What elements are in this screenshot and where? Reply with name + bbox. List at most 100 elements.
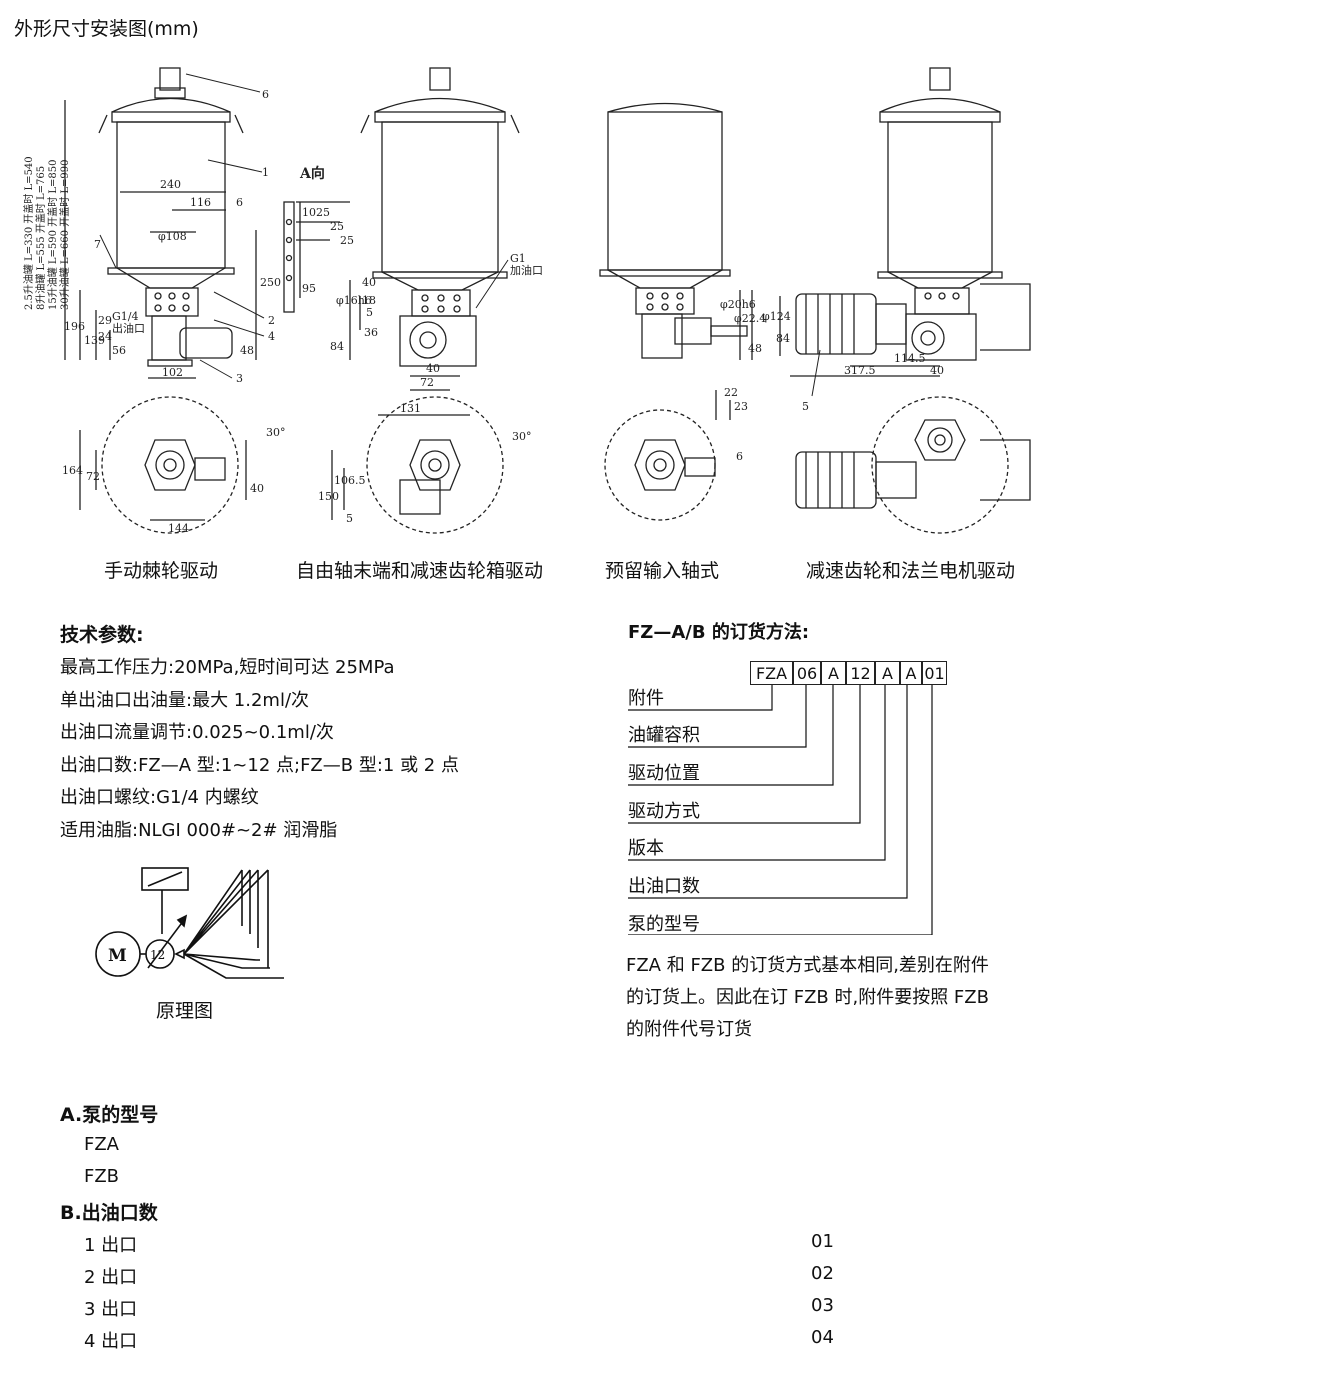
pump-symbol-label: 12 bbox=[150, 948, 165, 962]
dim-2-5: 5 bbox=[366, 306, 373, 319]
dim-56: 56 bbox=[112, 344, 126, 357]
section-b-title: B.出油口数 bbox=[60, 1202, 158, 1224]
caption-manual-ratchet: 手动棘轮驱动 bbox=[104, 560, 219, 582]
caption-reserved-shaft: 预留输入轴式 bbox=[605, 560, 720, 582]
label-5: 5 bbox=[802, 400, 809, 413]
dim-3-phi20: φ20h6 bbox=[720, 298, 756, 311]
dim-side-25c: 25 bbox=[340, 234, 354, 247]
dim-side-95: 95 bbox=[302, 282, 316, 295]
code-segment-drive-position: A bbox=[821, 661, 846, 685]
dim-2-36: 36 bbox=[364, 326, 378, 339]
pump-drawing-1 bbox=[64, 67, 257, 379]
order-label-pump-model: 泵的型号 bbox=[628, 914, 700, 935]
label-3: 3 bbox=[236, 372, 243, 385]
dim-29: 29 bbox=[98, 314, 112, 327]
dim-2-phi16: φ16h6 bbox=[336, 294, 372, 307]
order-label-drive-type: 驱动方式 bbox=[628, 801, 700, 822]
installation-drawings: 6 1 7 2 4 3 5 A向 G1 加油口 G1/4 出油口 240 116… bbox=[22, 67, 1031, 535]
dim-3-23: 23 bbox=[734, 400, 748, 413]
label-4: 4 bbox=[268, 330, 275, 343]
dim-139: 139 bbox=[84, 334, 105, 347]
order-label-tank-volume: 油罐容积 bbox=[628, 725, 700, 746]
tech-params-title: 技术参数: bbox=[60, 624, 144, 646]
plan-dim-40: 40 bbox=[250, 482, 264, 495]
plan-dim-164: 164 bbox=[62, 464, 83, 477]
schematic-label: 原理图 bbox=[156, 1000, 214, 1022]
dim-4-phi124: φ124 bbox=[762, 310, 791, 323]
tank-note-3: 15升油罐 L=590 开盖时 L=850 bbox=[46, 160, 59, 310]
tech-line: 出油口数:FZ—A 型:1~12 点;FZ—B 型:1 或 2 点 bbox=[60, 755, 459, 776]
plan-dim-144: 144 bbox=[168, 522, 189, 535]
code-segment-model: 01 bbox=[922, 661, 947, 685]
order-leader-lines bbox=[628, 685, 933, 935]
dim-6: 6 bbox=[236, 196, 243, 209]
code-segment-drive-type: 12 bbox=[846, 661, 875, 685]
dim-2-40b: 40 bbox=[426, 362, 440, 375]
code-segment-version: A bbox=[875, 661, 900, 685]
order-method-title: FZ—A/B 的订货方法: bbox=[628, 622, 810, 643]
outlet-option-code: 04 bbox=[811, 1327, 834, 1348]
caption-free-shaft: 自由轴末端和减速齿轮箱驱动 bbox=[296, 560, 544, 582]
dim-4-40: 40 bbox=[930, 364, 944, 377]
dim-3-48: 48 bbox=[748, 342, 762, 355]
dim-4-84: 84 bbox=[776, 332, 790, 345]
dim-102: 102 bbox=[162, 366, 183, 379]
caption-flange-motor: 减速齿轮和法兰电机驱动 bbox=[806, 560, 1016, 582]
plan-dim-150: 150 bbox=[318, 490, 339, 503]
tank-note-2: 8升油罐 L=555 开盖时 L=765 bbox=[34, 166, 47, 310]
plan-dim-106: 106.5 bbox=[334, 474, 366, 487]
plan-dim-30a: 30° bbox=[266, 426, 286, 439]
dim-250: 250 bbox=[260, 276, 281, 289]
dim-2-84: 84 bbox=[330, 340, 344, 353]
tank-note-1: 2.5升油罐 L=330 开盖时 L=540 bbox=[22, 156, 35, 310]
dim-side-10: 10 bbox=[302, 206, 316, 219]
outlet-option-code: 01 bbox=[811, 1231, 834, 1252]
code-segment-fza: FZA bbox=[750, 661, 793, 685]
tech-line: 出油口螺纹:G1/4 内螺纹 bbox=[60, 787, 259, 808]
plan-dim-131: 131 bbox=[400, 402, 421, 415]
code-segment-outlets: A bbox=[900, 661, 922, 685]
dim-3-22: 22 bbox=[724, 386, 738, 399]
code-segment-volume: 06 bbox=[793, 661, 821, 685]
dim-3-6: 6 bbox=[736, 450, 743, 463]
order-label-version: 版本 bbox=[628, 838, 664, 859]
dim-2-40: 40 bbox=[362, 276, 376, 289]
label-6: 6 bbox=[262, 88, 269, 101]
outlet-option-code: 03 bbox=[811, 1295, 834, 1316]
dim-196: 196 bbox=[64, 320, 85, 333]
order-label-drive-position: 驱动位置 bbox=[628, 763, 700, 784]
label-1: 1 bbox=[262, 166, 269, 179]
dim-4-114: 114.5 bbox=[894, 352, 926, 365]
inlet-text: 加油口 bbox=[510, 263, 543, 277]
outlet-option-label: 3 出口 bbox=[84, 1299, 138, 1320]
tech-line: 单出油口出油量:最大 1.2ml/次 bbox=[60, 690, 310, 711]
pump-drawing-2 bbox=[349, 67, 520, 391]
section-a-title: A.泵的型号 bbox=[60, 1104, 159, 1126]
dim-side-25a: 25 bbox=[316, 206, 330, 219]
dim-240: 240 bbox=[160, 178, 181, 191]
outlet-option-code: 02 bbox=[811, 1263, 834, 1284]
dim-116: 116 bbox=[190, 196, 211, 209]
dim-3-phi22: φ22.4 bbox=[734, 312, 766, 325]
page-title: 外形尺寸安装图(mm) bbox=[14, 18, 199, 40]
plan-views bbox=[101, 396, 1009, 534]
outlet-option-label: 1 出口 bbox=[84, 1235, 138, 1256]
plan-dim-5: 5 bbox=[346, 512, 353, 525]
tank-note-4: 30升油罐 L=660 开盖时 L=990 bbox=[58, 160, 71, 310]
dim-108: φ108 bbox=[158, 230, 187, 243]
dim-24: 24 bbox=[98, 330, 112, 343]
inlet-label: G1 bbox=[510, 252, 526, 265]
tech-line: 最高工作压力:20MPa,短时间可达 25MPa bbox=[60, 657, 395, 678]
plan-dim-30b: 30° bbox=[512, 430, 532, 443]
outlet-text: 出油口 bbox=[112, 321, 145, 335]
outlet-option-label: 2 出口 bbox=[84, 1267, 138, 1288]
pump-drawing-3 bbox=[599, 102, 753, 360]
label-2: 2 bbox=[268, 314, 275, 327]
dim-2-18: 18 bbox=[362, 294, 376, 307]
dim-2-72: 72 bbox=[420, 376, 434, 389]
motor-symbol-label: M bbox=[108, 946, 127, 966]
order-note-line: 的订货上。因此在订 FZB 时,附件要按照 FZB bbox=[626, 987, 989, 1008]
outlet-option-label: 4 出口 bbox=[84, 1331, 138, 1352]
a-view-label: A向 bbox=[299, 165, 325, 182]
plan-views-solid bbox=[79, 390, 1031, 521]
